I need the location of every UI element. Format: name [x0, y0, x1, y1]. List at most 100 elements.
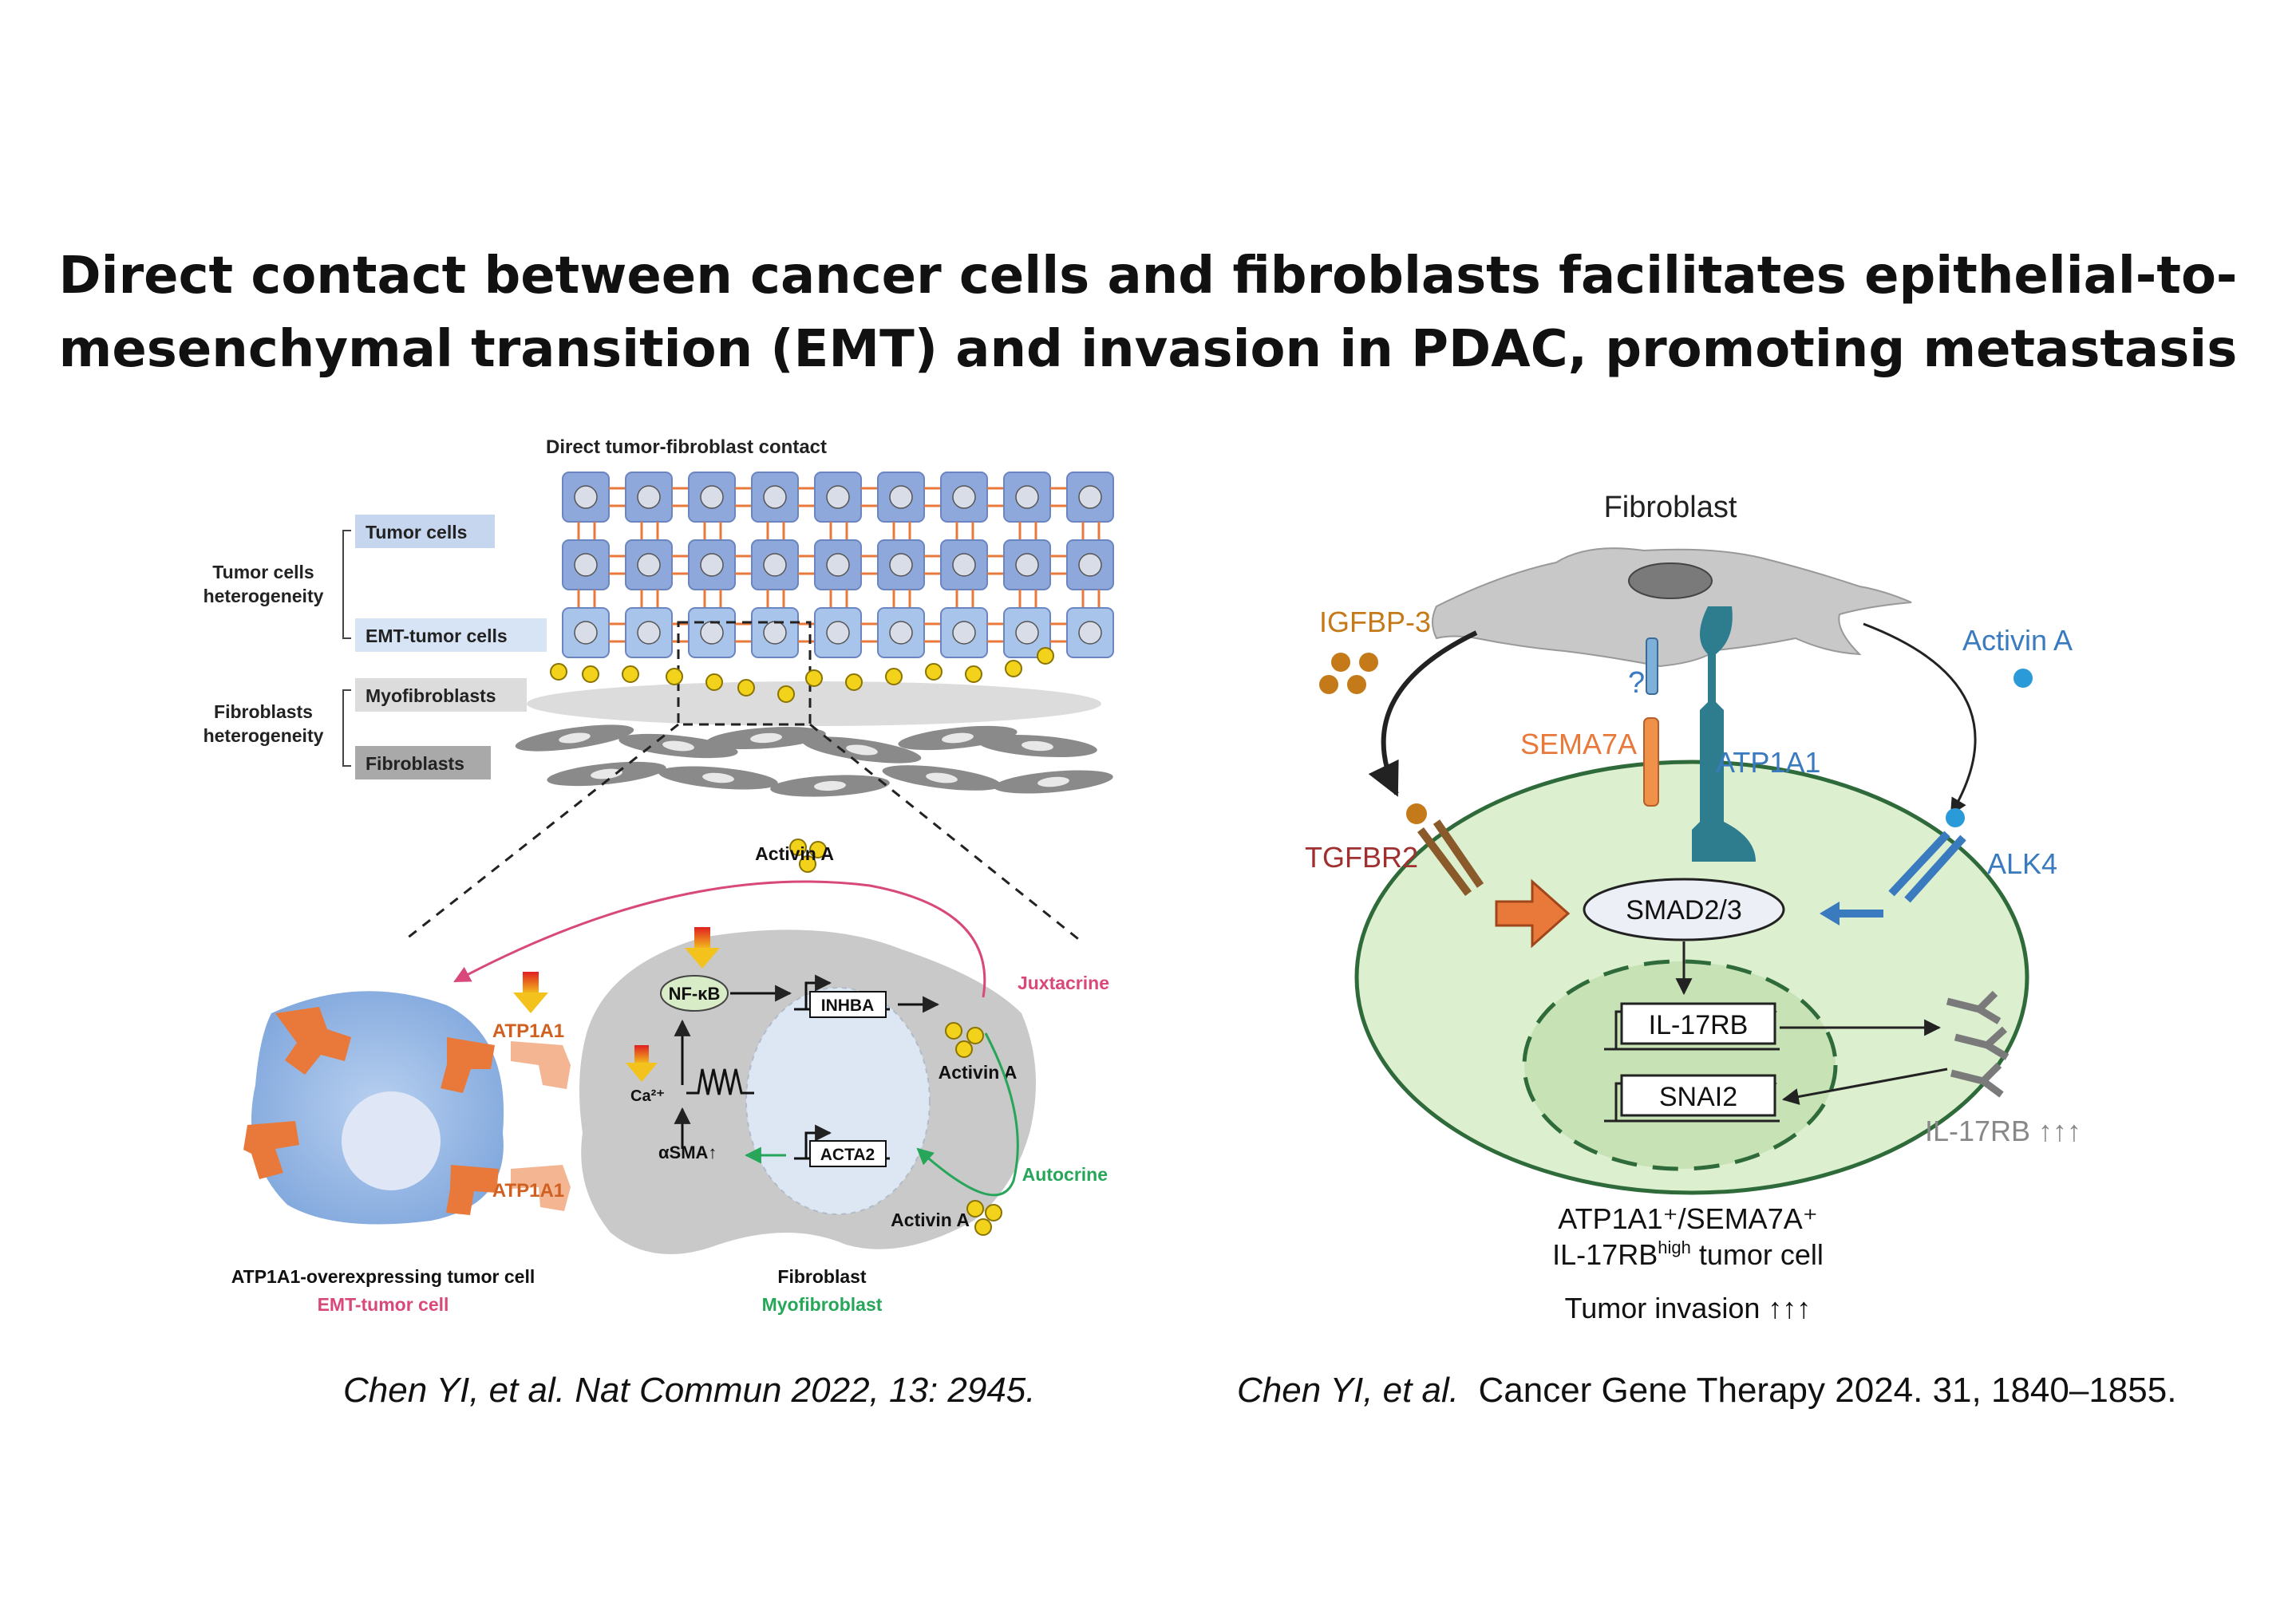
fibroblast-spindle-nucleus	[591, 768, 622, 779]
fibroblast-title: Fibroblast	[1604, 491, 1737, 524]
tumor-cell-nucleus	[889, 621, 913, 645]
activin-a-dot	[966, 1200, 984, 1217]
tumor-cell-nucleus	[574, 485, 598, 509]
tumor-cell-nucleus	[574, 621, 598, 645]
fibroblast-subcaption: Myofibroblast	[762, 1294, 883, 1315]
activin-a-dot	[925, 663, 943, 681]
fibroblast-spindle-nucleus	[942, 732, 974, 744]
legend-tumor-box	[355, 515, 495, 548]
atp1a1-bottom-label: ATP1A1	[492, 1180, 564, 1202]
nfkb-node	[660, 975, 729, 1012]
activin-top-label: Activin A	[755, 843, 834, 864]
activin-a-dot	[965, 665, 982, 683]
group-fib-label-2: heterogeneity	[204, 725, 324, 746]
activin-a-dot	[582, 665, 599, 683]
tumor-cell-nucleus	[826, 553, 850, 577]
zoom-line-right	[809, 723, 1082, 943]
group-tumor-label-1: Tumor cells	[212, 562, 314, 582]
tumor-cell-nucleus	[700, 553, 724, 577]
activin-a-dot	[809, 841, 827, 858]
snai2-gene-box	[1620, 1074, 1776, 1117]
tumor-cell-nucleus	[763, 485, 787, 509]
tumor-cell-nucleus	[637, 485, 661, 509]
autocrine-label: Autocrine	[1022, 1164, 1108, 1185]
tumor-cell-nucleus	[826, 485, 850, 509]
tumor-cell-nucleus	[700, 485, 724, 509]
tumor-right-line-2: IL-17RBhigh tumor cell	[1552, 1237, 1824, 1271]
tumor-cell-nucleus	[1015, 621, 1039, 645]
tumor-cell-nucleus	[1078, 621, 1102, 645]
legend-emt-box	[355, 618, 547, 652]
tumor-right-line-2b: tumor cell	[1691, 1238, 1824, 1271]
fibroblast-nucleus-right	[1628, 562, 1713, 599]
atp1a1-right-label: ATP1A1	[1716, 746, 1820, 779]
activin-a-dot	[1005, 660, 1022, 677]
tumor-cell-nucleus	[952, 485, 976, 509]
page-title: Direct contact between cancer cells and …	[0, 239, 2296, 386]
il17rb-gene-box	[1620, 1002, 1776, 1045]
left-panel: Direct tumor-fibroblast contact Tumor ce…	[204, 436, 1114, 1315]
title-line-1: Direct contact between cancer cells and …	[58, 247, 2238, 306]
igfbp3-ligands	[1319, 653, 1378, 694]
sema7a-partner	[1646, 637, 1658, 695]
activin-a-dot	[974, 1218, 992, 1236]
nfkb-label: NF-κB	[669, 984, 721, 1004]
il17rb-gene-label: IL-17RB	[1649, 1010, 1749, 1040]
zoom-line-left	[402, 723, 679, 943]
fibroblast-spindle-nucleus	[750, 732, 782, 744]
asma-label: αSMA↑	[658, 1143, 717, 1162]
atp1a1-top-label: ATP1A1	[492, 1020, 564, 1042]
acta2-label: ACTA2	[820, 1146, 875, 1164]
activin-a-dot	[885, 668, 903, 685]
juxtacrine-label: Juxtacrine	[1018, 973, 1109, 993]
citation-left: Chen YI, et al. Nat Commun 2022, 13: 294…	[343, 1371, 1036, 1411]
alk4-label: ALK4	[1987, 847, 2057, 880]
tgfbr2-to-smad-arrow	[1495, 878, 1571, 949]
activin-bottom-label: Activin A	[891, 1210, 970, 1230]
tumor-cell-grid	[562, 472, 1114, 658]
legend-myo-box	[355, 678, 527, 712]
tgfbr2-label: TGFBR2	[1305, 841, 1418, 874]
fib-bracket	[342, 689, 351, 767]
down-arrow-nfkb	[685, 927, 720, 969]
activin-a-dot	[666, 668, 683, 685]
fibroblast-spindle-nucleus	[926, 772, 958, 783]
tumor-cell-nucleus	[1078, 553, 1102, 577]
citation-right: Chen YI, et al. Cancer Gene Therapy 2024…	[1237, 1371, 2176, 1411]
fibroblast-spindle-nucleus	[1022, 740, 1053, 752]
tumor-cell-nucleus	[763, 621, 787, 645]
activin-a-dot	[955, 1040, 973, 1058]
fibroblast-spindle-nucleus	[662, 740, 694, 752]
title-line-2: mesenchymal transition (EMT) and invasio…	[58, 320, 2238, 379]
activin-a-dot	[985, 1204, 1002, 1221]
tumor-cell-nucleus	[889, 553, 913, 577]
citation-right-italic: Chen YI, et al.	[1237, 1371, 1460, 1410]
tumor-cell-subcaption: EMT-tumor cell	[318, 1294, 449, 1315]
down-arrow-ca	[626, 1045, 658, 1082]
group-tumor-label-2: heterogeneity	[204, 586, 324, 606]
fibroblast-spindle-nucleus	[814, 780, 846, 791]
question-mark: ?	[1628, 666, 1645, 700]
inhba-gene-box	[809, 991, 887, 1018]
right-panel: Fibroblast ? IGFBP-3 Activin A SEMA7A AT…	[1305, 491, 2081, 1324]
down-arrow-tumor	[513, 972, 548, 1013]
legend-emt-text: EMT-tumor cells	[366, 626, 508, 646]
tumor-cell-nucleus	[1015, 485, 1039, 509]
atp1a1-receptors	[243, 1007, 499, 1215]
activin-a-dot	[789, 839, 807, 856]
igfbp3-arrow	[1368, 630, 1478, 797]
citation-left-text: Chen YI, et al. Nat Commun 2022, 13: 294…	[343, 1371, 1036, 1410]
activin-a-dot	[945, 1022, 962, 1040]
tgfbr2-receptor	[1406, 803, 1484, 896]
sema7a-receptor	[1643, 717, 1659, 807]
legend-myo-text: Myofibroblasts	[366, 685, 496, 706]
activin-a-dot	[805, 669, 823, 687]
fibroblast-caption: Fibroblast	[777, 1266, 867, 1287]
tumor-cell-nucleus	[637, 621, 661, 645]
ca-label: Ca²⁺	[630, 1087, 665, 1105]
tumor-nucleus	[342, 1091, 441, 1190]
fibroblast-spindle-nucleus	[702, 772, 734, 783]
citation-right-rest: Cancer Gene Therapy 2024. 31, 1840–1855.	[1459, 1371, 2177, 1410]
fibroblast-spindle-nucleus	[1037, 776, 1069, 787]
